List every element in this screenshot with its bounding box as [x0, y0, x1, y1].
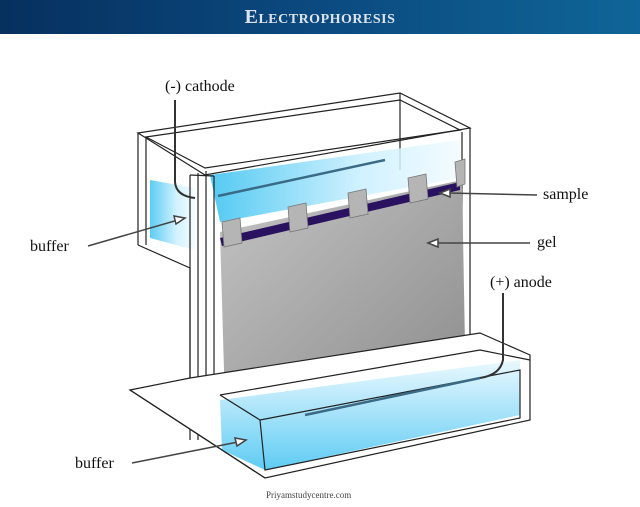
anode-electrode	[304, 376, 481, 417]
cathode-electrode	[217, 158, 386, 198]
title-bar: Electrophoresis	[0, 0, 640, 34]
sample-label: sample	[543, 186, 589, 203]
buffer-upper-pointer	[87, 219, 179, 247]
buffer-lower-pointer	[131, 441, 239, 464]
comb-teeth	[221, 158, 466, 248]
watermark: Priyamstudycentre.com	[266, 490, 352, 500]
gel-label: gel	[537, 234, 557, 251]
sample-pointer	[447, 192, 538, 196]
sample-wells	[220, 182, 460, 246]
anode-wire	[479, 293, 504, 379]
diagram-title: Electrophoresis	[244, 5, 396, 28]
buffer-lower-label: buffer	[75, 455, 114, 472]
cathode-label: (-) cathode	[165, 78, 235, 95]
cathode-wire	[174, 100, 196, 199]
lower-buffer	[220, 360, 520, 470]
upper-buffer	[210, 140, 460, 222]
upper-buffer-left	[150, 180, 195, 250]
buffer-upper-label: buffer	[30, 238, 69, 255]
anode-label: (+) anode	[490, 274, 552, 291]
